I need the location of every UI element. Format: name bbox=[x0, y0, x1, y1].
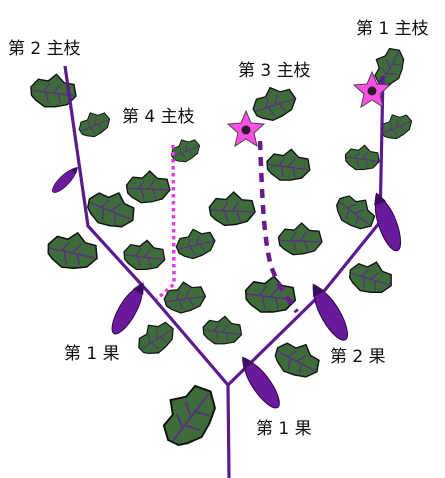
label-main-branch-4: 第 4 主枝 bbox=[122, 107, 195, 127]
fruit bbox=[49, 163, 82, 196]
main-branch-3-dashed bbox=[257, 140, 299, 314]
fruit bbox=[367, 188, 407, 255]
leaf bbox=[148, 374, 229, 457]
secondary-branches bbox=[155, 140, 299, 314]
label-fruit-right: 第 2 果 bbox=[330, 347, 386, 367]
leaf bbox=[342, 141, 383, 174]
fruit bbox=[304, 278, 354, 345]
main-branch-4-dotted bbox=[155, 144, 176, 301]
leaf bbox=[200, 312, 245, 349]
leaf bbox=[276, 220, 325, 258]
leaf bbox=[124, 168, 173, 206]
leaf bbox=[263, 144, 314, 186]
leaf bbox=[162, 279, 208, 315]
leaf bbox=[344, 254, 398, 301]
label-main-branch-1: 第 1 主枝 bbox=[356, 19, 429, 39]
label-fruit-left: 第 1 果 bbox=[64, 344, 120, 364]
label-fruit-center: 第 1 果 bbox=[256, 419, 312, 439]
flowers bbox=[227, 71, 391, 147]
leaf bbox=[248, 81, 301, 126]
label-main-branch-2: 第 2 主枝 bbox=[8, 39, 81, 59]
leaf bbox=[207, 189, 258, 229]
main-branch-2-stem bbox=[63, 65, 230, 387]
leaf bbox=[173, 225, 218, 262]
leaf bbox=[74, 106, 114, 142]
stems bbox=[63, 65, 385, 478]
main-branch-1-stem bbox=[226, 75, 385, 387]
leaf bbox=[241, 271, 300, 319]
trunk bbox=[226, 384, 231, 478]
labels: 第 2 主枝 第 1 主枝 第 3 主枝 第 4 主枝 第 1 果 第 2 果 … bbox=[8, 19, 429, 439]
label-main-branch-3: 第 3 主枝 bbox=[238, 61, 311, 81]
leaf bbox=[268, 332, 327, 387]
